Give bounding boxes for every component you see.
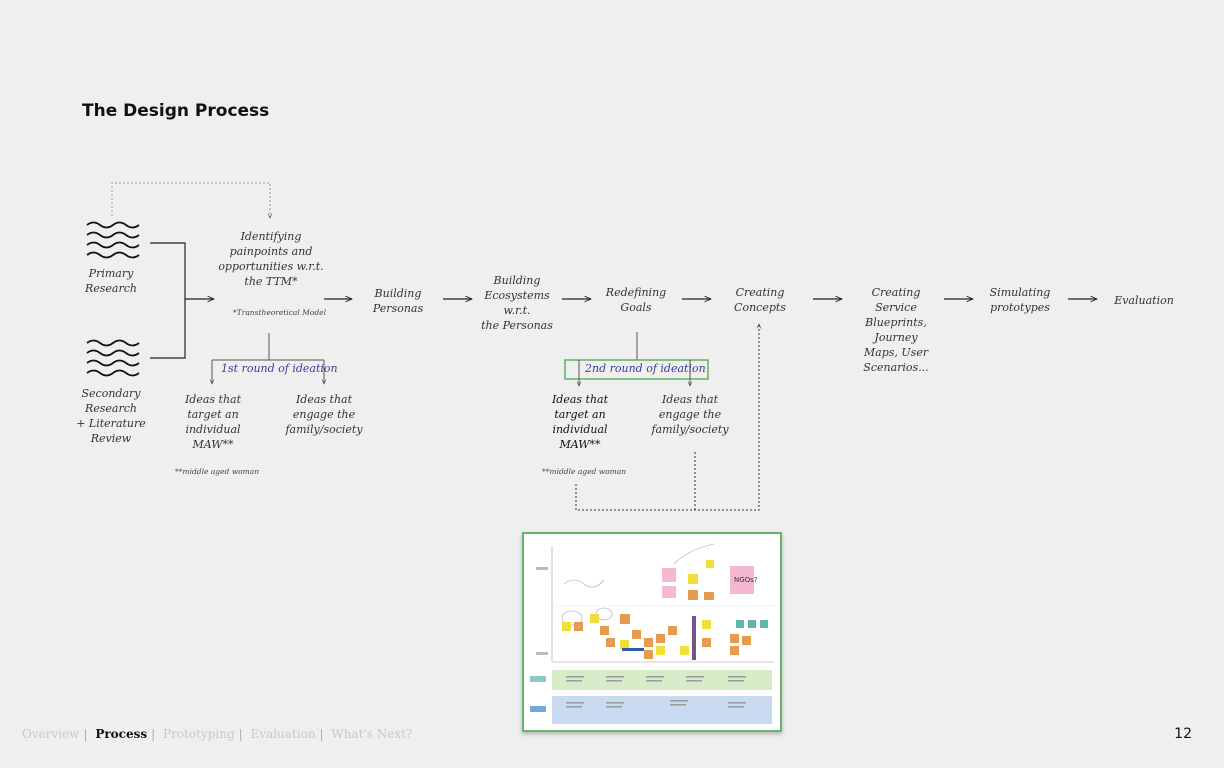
ideation-board-drawing bbox=[530, 543, 774, 724]
step-creating-concepts: Creating Concepts bbox=[734, 286, 786, 314]
second-ideation-label: 2nd round of ideation bbox=[585, 362, 706, 375]
primary-research-label: Primary Research bbox=[84, 267, 137, 295]
step-building-ecosystems: Building Ecosystems w.r.t. the Personas bbox=[481, 274, 553, 332]
page-title: The Design Process bbox=[82, 101, 270, 121]
step-evaluation: Evaluation bbox=[1114, 294, 1174, 307]
step-building-personas: Building Personas bbox=[372, 287, 424, 315]
first-ideation-label: 1st round of ideation bbox=[221, 362, 338, 375]
ngo-sticky-label: NGOs? bbox=[734, 576, 758, 584]
nav-prototyping[interactable]: Prototyping bbox=[163, 727, 235, 741]
step-identifying-painpoints: Identifying painpoints and opportunities… bbox=[218, 230, 324, 288]
secondary-research-label: Secondary Research + Literature Review bbox=[76, 387, 146, 445]
step-redefining-goals: Redefining Goals bbox=[605, 286, 667, 314]
first-ideas-family: Ideas that engage the family/society bbox=[285, 393, 363, 436]
page-number: 12 bbox=[1174, 726, 1192, 742]
first-maw-footnote: **middle aged woman bbox=[175, 467, 260, 476]
second-ideas-individual: Ideas that target an individual MAW** bbox=[551, 393, 609, 451]
first-ideas-individual: Ideas that target an individual MAW** bbox=[184, 393, 242, 451]
step-simulating-prototypes: Simulating prototypes bbox=[989, 286, 1051, 314]
section-nav: Overview| Process| Prototyping| Evaluati… bbox=[22, 727, 413, 741]
secondary-research-icon bbox=[86, 339, 140, 377]
nav-whats-next[interactable]: What's Next? bbox=[331, 727, 413, 741]
nav-process[interactable]: Process bbox=[95, 727, 148, 741]
ideation-board-thumbnail[interactable]: NGOs? bbox=[522, 532, 782, 732]
nav-evaluation[interactable]: Evaluation bbox=[250, 727, 316, 741]
step-creating-blueprints: Creating Service Blueprints, Journey Map… bbox=[863, 286, 929, 374]
nav-overview[interactable]: Overview bbox=[22, 727, 80, 741]
second-ideas-family: Ideas that engage the family/society bbox=[651, 393, 729, 436]
second-maw-footnote: **middle aged woman bbox=[542, 467, 627, 476]
primary-research-icon bbox=[86, 221, 140, 259]
ttm-footnote: *Transtheoretical Model bbox=[233, 308, 327, 317]
